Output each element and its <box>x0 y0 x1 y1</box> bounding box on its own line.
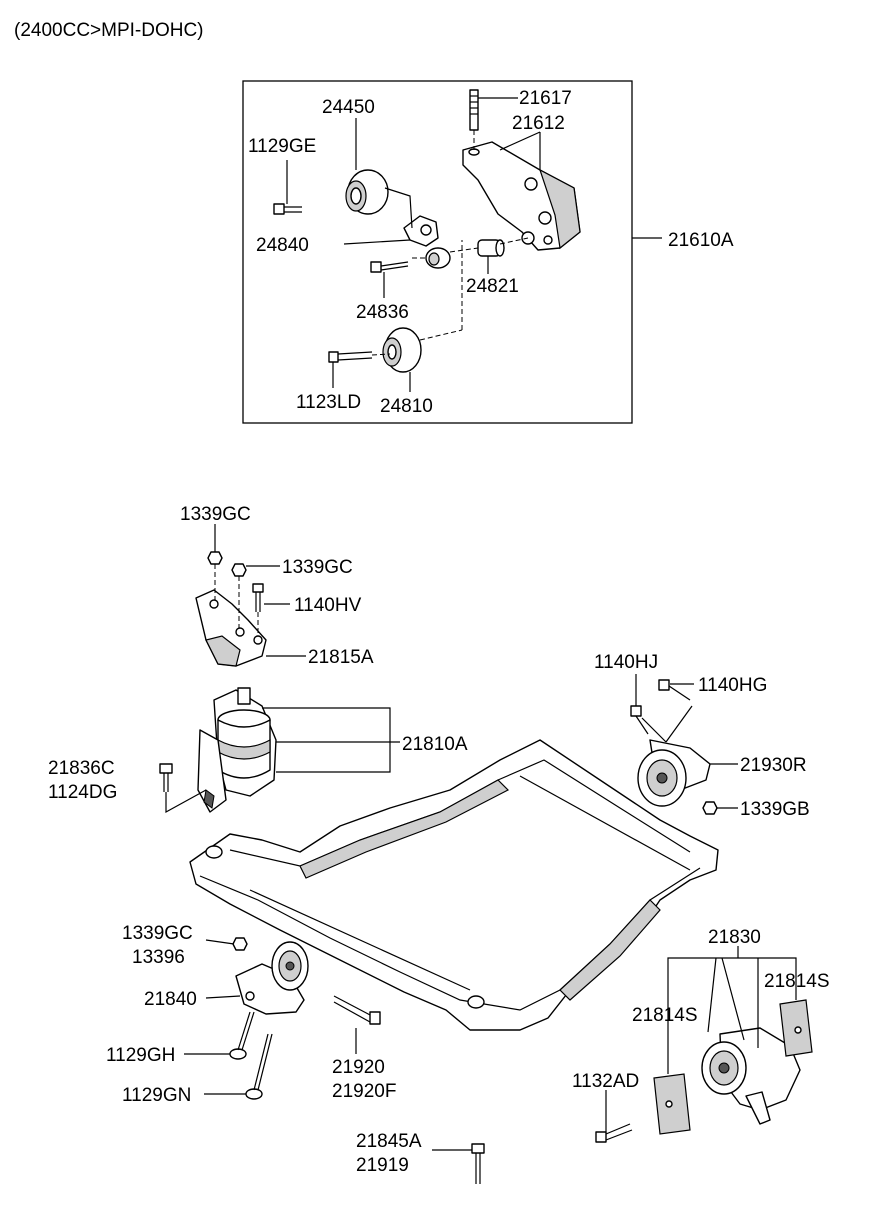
label-1129GN: 1129GN <box>122 1085 191 1106</box>
bolt-1140HG-drawing <box>658 679 691 701</box>
label-24821: 24821 <box>466 276 519 297</box>
bracket-21815A-drawing <box>195 589 267 667</box>
bolt-1132AD-drawing <box>595 1123 633 1143</box>
label-24810: 24810 <box>380 396 433 417</box>
bolt-21920-drawing <box>333 995 381 1025</box>
lower-assembly-group: 1339GC 1339GC 1140HV 21815A 21810A 21836… <box>48 504 830 1184</box>
bolt-1140HV-drawing <box>252 583 264 636</box>
label-21815A: 21815A <box>308 647 374 668</box>
label-21920F: 21920F <box>332 1081 396 1102</box>
mount-21840-drawing <box>235 941 309 1015</box>
bolt-21845A-drawing <box>471 1143 485 1184</box>
label-21814S-right: 21814S <box>764 971 830 992</box>
subframe-crossmember-drawing <box>189 739 719 1031</box>
label-21920: 21920 <box>332 1057 385 1078</box>
stud-21617-drawing <box>469 89 479 150</box>
upper-assembly-frame <box>242 80 633 424</box>
label-1339GC-a: 1339GC <box>180 504 251 525</box>
label-21836C: 21836C <box>48 758 115 779</box>
label-21830: 21830 <box>708 927 761 948</box>
engine-mount-21810A-drawing <box>197 687 277 813</box>
label-21919: 21919 <box>356 1155 409 1176</box>
label-21810A: 21810A <box>402 734 468 755</box>
label-1140HJ: 1140HJ <box>594 652 658 673</box>
label-24836: 24836 <box>356 302 409 323</box>
bolt-1140HJ-drawing <box>630 705 649 735</box>
label-21610A: 21610A <box>668 230 734 251</box>
label-1339GC-c: 1339GC <box>122 923 193 944</box>
label-1339GC-b: 1339GC <box>282 557 353 578</box>
nut-1339GB-drawing <box>702 801 718 815</box>
label-1123LD: 1123LD <box>296 392 361 413</box>
nut-1339GC-a-drawing <box>207 551 223 600</box>
label-24450: 24450 <box>322 97 375 118</box>
label-1129GE: 1129GE <box>248 136 316 157</box>
nut-1339GC-c-drawing <box>232 937 248 951</box>
bolt-21836C-drawing <box>159 763 173 792</box>
label-21930R: 21930R <box>740 755 807 776</box>
plate-21814S-left-drawing <box>653 1073 691 1135</box>
label-1129GH: 1129GH <box>106 1045 175 1066</box>
nut-1339GC-b-drawing <box>231 563 247 628</box>
label-21845A: 21845A <box>356 1131 422 1152</box>
mount-21830-drawing <box>701 1027 801 1125</box>
upper-assembly-group: 21617 21612 24450 1129GE 24840 24821 248… <box>242 80 734 424</box>
label-24840: 24840 <box>256 235 309 256</box>
label-1132AD: 1132AD <box>572 1071 639 1092</box>
pulley-24810-drawing <box>328 240 463 373</box>
label-1124DG: 1124DG <box>48 782 117 803</box>
plate-21814S-right-drawing <box>779 999 813 1057</box>
label-21840: 21840 <box>144 989 197 1010</box>
spacer-24821-drawing <box>477 239 505 257</box>
bolt-24836-drawing <box>370 237 529 273</box>
label-13396: 13396 <box>132 947 185 968</box>
bolt-1129GH-drawing <box>229 1011 255 1060</box>
label-21612: 21612 <box>512 113 565 134</box>
label-1140HV: 1140HV <box>294 595 362 616</box>
label-1140HG: 1140HG <box>698 675 767 696</box>
label-1339GB: 1339GB <box>740 799 810 820</box>
bolt-1129GN-drawing <box>245 1033 273 1100</box>
label-21814S-left: 21814S <box>632 1005 698 1026</box>
idler-pulley-24450-drawing <box>345 169 389 215</box>
engine-spec-title: (2400CC>MPI-DOHC) <box>14 20 204 41</box>
tensioner-arm-24840-drawing <box>384 187 439 247</box>
bracket-21612-drawing <box>462 141 581 251</box>
label-21617: 21617 <box>519 88 572 109</box>
mount-21930R-drawing <box>637 705 711 807</box>
bolt-1129GE-drawing <box>273 203 302 215</box>
